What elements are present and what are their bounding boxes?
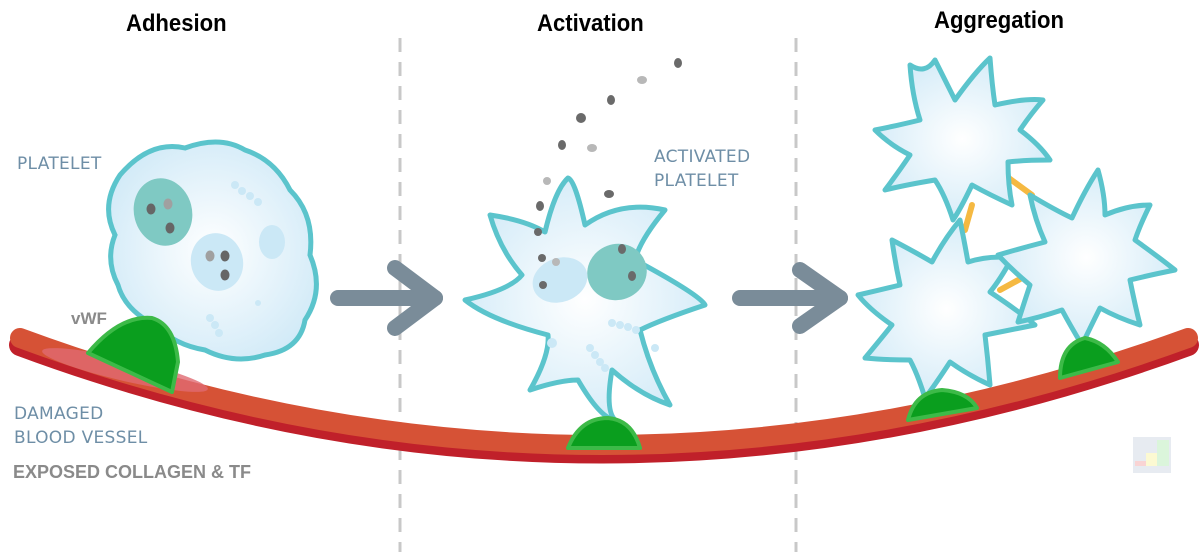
- stage-title-aggregation: Aggregation: [934, 7, 1065, 34]
- vwf-binding-activation: [566, 416, 642, 450]
- stage-title-activation: Activation: [537, 10, 644, 37]
- label-activated-platelet: ACTIVATED PLATELET: [654, 145, 750, 193]
- watermark-chart-icon: [1133, 437, 1171, 473]
- label-damaged: DAMAGED BLOOD VESSEL: [14, 402, 148, 450]
- arrow-adhesion-to-activation: [330, 260, 443, 336]
- label-damaged-line2: BLOOD VESSEL: [14, 428, 148, 448]
- label-vwf: vWF: [71, 309, 107, 328]
- resting-platelet: [106, 139, 319, 362]
- vwf-binding-aggregation-1: [906, 388, 979, 422]
- label-activated-line1: ACTIVATED: [654, 147, 751, 167]
- aggregated-platelet-right: [995, 167, 1178, 348]
- label-exposed-collagen: EXPOSED COLLAGEN & TF: [13, 462, 252, 482]
- vwf-binding-aggregation-2: [1058, 336, 1120, 380]
- label-damaged-line1: DAMAGED: [14, 404, 104, 424]
- vwf-binding-adhesion: [86, 315, 180, 394]
- label-platelet: PLATELET: [17, 154, 102, 174]
- dense-granule: [133, 178, 193, 246]
- aggregated-platelet-top: [872, 55, 1053, 223]
- aggregated-platelet-left: [855, 217, 1038, 401]
- alpha-granule: [190, 233, 244, 291]
- activated-platelet: [462, 175, 708, 423]
- label-activated-line2: PLATELET: [654, 171, 739, 191]
- stage-title-adhesion: Adhesion: [126, 10, 227, 37]
- arrow-activation-to-aggregation: [732, 262, 848, 334]
